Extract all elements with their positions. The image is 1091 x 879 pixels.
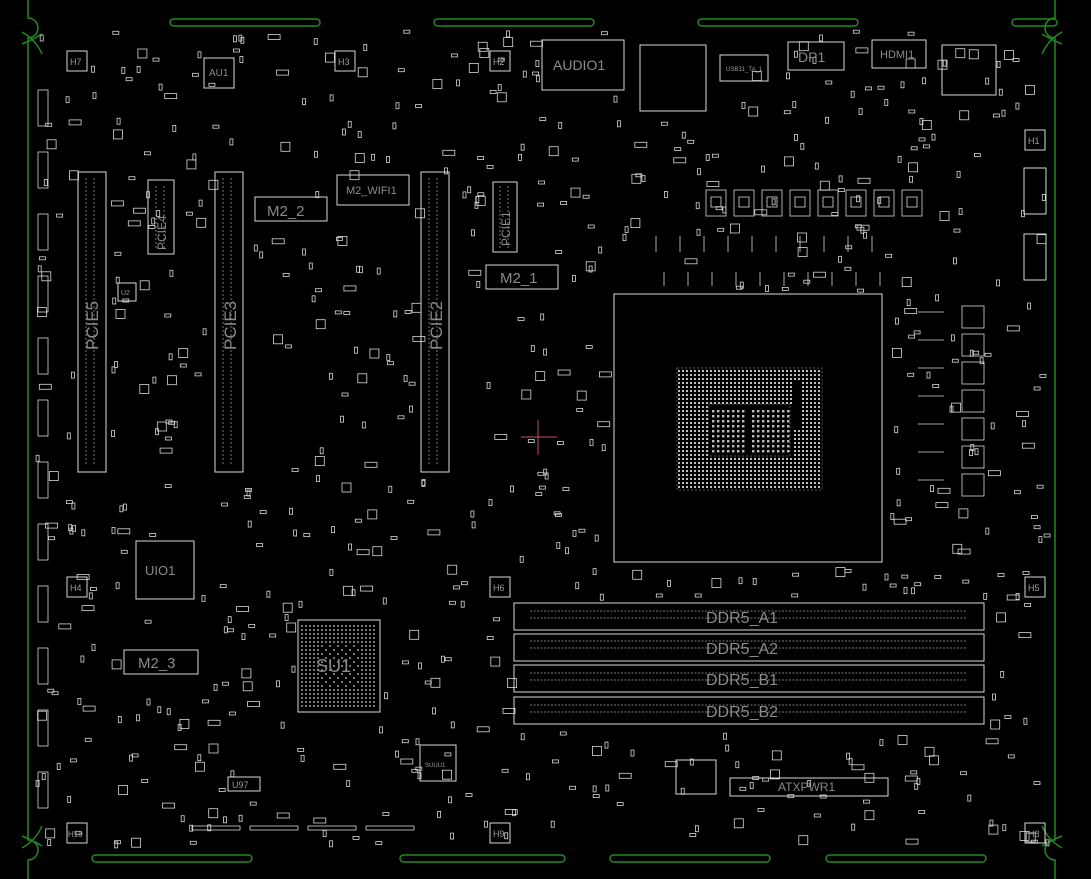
board-outline — [21, 0, 1063, 879]
hdmi1-label: HDMI1 — [880, 49, 914, 61]
hole-h6-label: H6 — [493, 583, 505, 593]
au1-chip — [203, 57, 235, 89]
m2-3-box — [123, 649, 199, 675]
atxpwr1-label: ATXPWR1 — [778, 780, 835, 794]
component-footprints — [35, 29, 1051, 849]
text-labels: PCIE5 PCIE3 PCIE2 PCIE4 PCIE1 M2_2 M2_WI… — [66, 49, 1046, 844]
pcie5-slot — [77, 171, 107, 473]
u97-label: U97 — [232, 780, 249, 790]
usb-label: USB31_TA_1 — [726, 67, 763, 73]
m2-1-box — [485, 264, 559, 290]
hdmi1-connector — [871, 39, 927, 69]
m2-3-label: M2_3 — [138, 655, 176, 672]
cpu-socket — [613, 293, 883, 563]
fan-header-bottom — [675, 759, 717, 795]
m2-2-label: M2_2 — [267, 203, 305, 220]
hole-h5-label: H5 — [1028, 583, 1040, 593]
usb-stack-connector — [941, 44, 997, 96]
pcie5-label: PCIE5 — [83, 301, 102, 350]
hole-h3-label: H3 — [338, 57, 350, 67]
pcie4-slot — [147, 179, 175, 255]
atx-power-connector — [729, 777, 889, 797]
su1-label: SU1 — [316, 656, 351, 676]
dimm-b2-slot — [513, 696, 985, 725]
usb-header-vertical-2 — [1023, 233, 1047, 281]
pcie3-label: PCIE3 — [221, 301, 240, 350]
dimm-a1-slot — [513, 602, 985, 631]
audio1-connector — [541, 39, 625, 91]
hole-h10-label: H10 — [68, 830, 83, 839]
pcie3-slot — [214, 171, 244, 473]
dimm-b2-label: DDR5_B2 — [706, 704, 778, 721]
dimm-pin-rows — [530, 610, 966, 713]
hole-h4-label: H4 — [70, 583, 82, 593]
au1-label: AU1 — [209, 68, 229, 79]
u2-chip — [117, 282, 137, 302]
hole-h8-label: H8 — [1028, 829, 1040, 839]
slot-pin-rows — [85, 178, 509, 466]
suuu1-label: SUUU1 — [425, 763, 446, 769]
m2-wifi1-label: M2_WIFI1 — [346, 185, 397, 197]
uio1-chip — [135, 540, 195, 600]
m2-1-label: M2_1 — [500, 270, 538, 287]
u97-chip — [227, 776, 261, 792]
hole-h7-label: H7 — [70, 57, 82, 67]
dimm-a2-slot — [513, 633, 985, 662]
usb-connector — [719, 54, 769, 82]
dp1-connector — [787, 41, 845, 71]
u2-label: U2 — [121, 290, 130, 297]
usb-header-vertical-1 — [1023, 167, 1047, 215]
su1-ball-grid — [301, 625, 375, 707]
pcie4-label: PCIE4 — [155, 215, 169, 250]
audio1-label: AUDIO1 — [553, 57, 605, 73]
su1-chip — [297, 619, 381, 713]
cpu-ball-grid — [678, 370, 820, 488]
dp1-label: DP1 — [798, 49, 825, 65]
dimm-a1-label: DDR5_A1 — [706, 610, 778, 627]
pcie1-slot — [492, 181, 518, 253]
hole-h9-label: H9 — [493, 829, 505, 839]
dimm-b1-label: DDR5_B1 — [706, 672, 778, 689]
suuu1-chip — [419, 744, 457, 782]
dimm-a2-label: DDR5_A2 — [706, 641, 778, 658]
hole-h2-label: H2 — [493, 57, 505, 67]
uio1-label: UIO1 — [145, 563, 175, 578]
pcie2-slot — [420, 171, 450, 473]
rj45-connector — [639, 44, 707, 112]
m2-2-box — [254, 196, 328, 222]
m2-wifi1-box — [336, 174, 410, 206]
hole-h1-label: H1 — [1028, 136, 1040, 146]
pcie1-label: PCIE1 — [499, 211, 513, 246]
pcie2-label: PCIE2 — [427, 301, 446, 350]
